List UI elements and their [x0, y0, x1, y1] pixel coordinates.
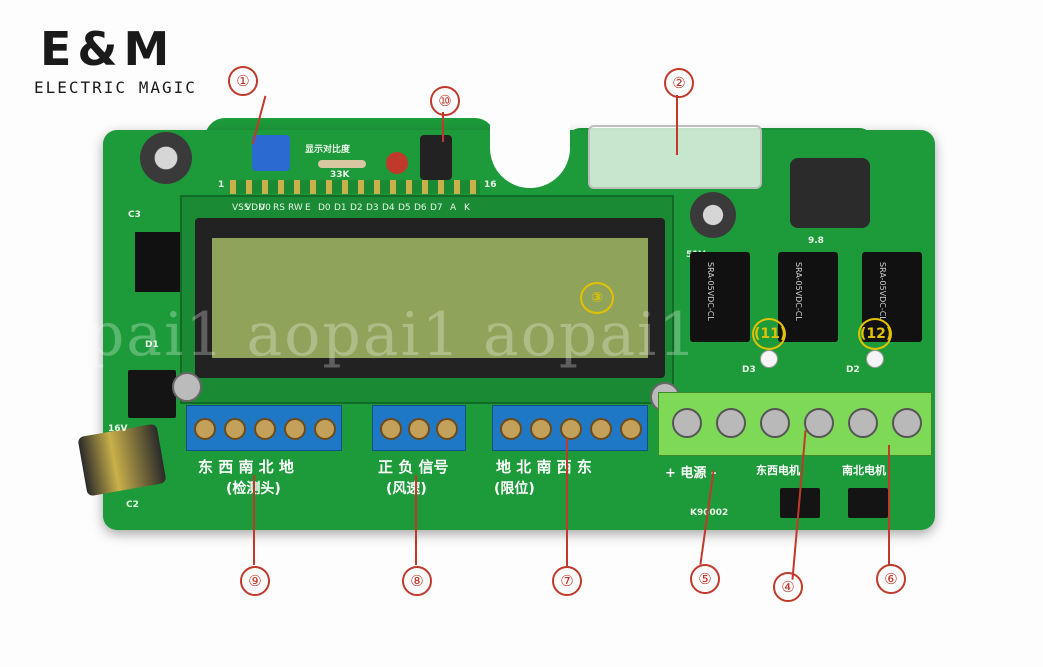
- wind-label: 正 负 信号: [378, 458, 449, 476]
- led-12: [866, 350, 884, 368]
- relay-1: [690, 252, 750, 342]
- model-label: K90002: [690, 508, 729, 518]
- callout-3: ③: [580, 282, 614, 314]
- callout-4: ④: [773, 572, 803, 602]
- callout-line-8: [415, 475, 417, 565]
- inductor: [790, 158, 870, 228]
- red-capacitor: [386, 152, 408, 174]
- terminal-screw: [500, 418, 522, 440]
- pin-name: D5: [398, 203, 411, 213]
- d3-label: D3: [742, 365, 756, 375]
- pin-name: D3: [366, 203, 379, 213]
- pin-name: D2: [350, 203, 363, 213]
- terminal-screw: [436, 418, 458, 440]
- terminal-screw: [254, 418, 276, 440]
- board-notch: [490, 118, 570, 188]
- d2-label: D2: [846, 365, 860, 375]
- terminal-screw: [530, 418, 552, 440]
- pin-start-label: 1: [218, 180, 225, 190]
- pin-name: D0: [318, 203, 331, 213]
- ir-receiver: [420, 135, 452, 180]
- relay-2: [778, 252, 838, 342]
- terminal-screw: [672, 408, 702, 438]
- pin-name: E: [305, 203, 311, 213]
- terminal-screw: [380, 418, 402, 440]
- led-11: [760, 350, 778, 368]
- callout-8: ⑧: [402, 566, 432, 596]
- relay-text: SRA-05VDC-CL: [706, 262, 715, 321]
- lcd-screen: [212, 238, 648, 358]
- wind-sublabel: (风速): [386, 481, 427, 497]
- capacitor-mid: [690, 192, 736, 238]
- power-label: + 电源 -: [665, 466, 717, 481]
- terminal-screw: [224, 418, 246, 440]
- ic-ns: [848, 488, 888, 518]
- callout-line-7: [566, 438, 568, 566]
- fuse-holder: [588, 125, 762, 189]
- callout-7: ⑦: [552, 566, 582, 596]
- pin-name: D1: [334, 203, 347, 213]
- logo-text: ELECTRIC MAGIC: [34, 78, 197, 97]
- terminal-screw: [716, 408, 746, 438]
- terminal-screw: [848, 408, 878, 438]
- resistor-33k: [318, 160, 366, 168]
- pin-name: RW: [288, 203, 303, 213]
- terminal-screw: [408, 418, 430, 440]
- pin-name: D7: [430, 203, 443, 213]
- callout-line-2: [676, 95, 678, 155]
- terminal-screw: [804, 408, 834, 438]
- callout-5: ⑤: [690, 564, 720, 594]
- callout-line-10: [442, 112, 444, 142]
- callout-6: ⑥: [876, 564, 906, 594]
- limit-label: 地 北 南 西 东: [496, 458, 592, 476]
- pin-name: A: [450, 203, 457, 213]
- terminal-power-motors: [658, 392, 932, 456]
- mount-screw-left: [172, 372, 202, 402]
- lcd-pin-header: [230, 180, 480, 194]
- ew-motor-label: 东西电机: [756, 464, 800, 477]
- callout-line-6: [888, 445, 890, 565]
- pin-name: VSS: [232, 203, 250, 213]
- inductor-small: [128, 370, 176, 418]
- voltage-regulator: [135, 232, 185, 292]
- contrast-potentiometer: [252, 135, 290, 171]
- c3-label: C3: [128, 210, 141, 220]
- terminal-screw: [620, 418, 642, 440]
- ns-motor-label: 南北电机: [842, 464, 886, 477]
- capacitor-top-left: [140, 132, 192, 184]
- pin-name: K: [464, 203, 470, 213]
- pin-end-label: 16: [484, 180, 497, 190]
- terminal-screw: [194, 418, 216, 440]
- terminal-screw: [760, 408, 790, 438]
- relay-text: SRA-05VDC-CL: [878, 262, 887, 321]
- pin-name: V0: [259, 203, 271, 213]
- relay-text: SRA-05VDC-CL: [794, 262, 803, 321]
- pin-name: D6: [414, 203, 427, 213]
- sensor-label: 东 西 南 北 地: [198, 458, 294, 476]
- terminal-screw: [892, 408, 922, 438]
- terminal-screw: [284, 418, 306, 440]
- pin-name: D4: [382, 203, 395, 213]
- callout-2: ②: [664, 68, 694, 98]
- terminal-screw: [590, 418, 612, 440]
- logo-mark: E&M: [40, 22, 176, 76]
- terminal-screw: [560, 418, 582, 440]
- terminal-screw: [314, 418, 336, 440]
- callout-10: ⑩: [430, 86, 460, 116]
- limit-sublabel: (限位): [494, 481, 535, 497]
- callout-line-9: [253, 475, 255, 565]
- resistor-label: 33K: [330, 170, 350, 180]
- d1-label: D1: [145, 340, 159, 350]
- pin-name: RS: [273, 203, 285, 213]
- callout-12: (12): [858, 318, 892, 350]
- cap-16v-label: 16V: [108, 424, 128, 434]
- watermark: aopai1 aopai1 aopai1: [10, 300, 699, 370]
- inductor-label: 9.8: [808, 236, 824, 246]
- callout-11: (11): [752, 318, 786, 350]
- callout-9: ⑨: [240, 566, 270, 596]
- pin-name: VDD: [245, 203, 266, 213]
- callout-1: ①: [228, 66, 258, 96]
- c2-label: C2: [126, 500, 139, 510]
- contrast-label: 显示对比度: [305, 145, 351, 155]
